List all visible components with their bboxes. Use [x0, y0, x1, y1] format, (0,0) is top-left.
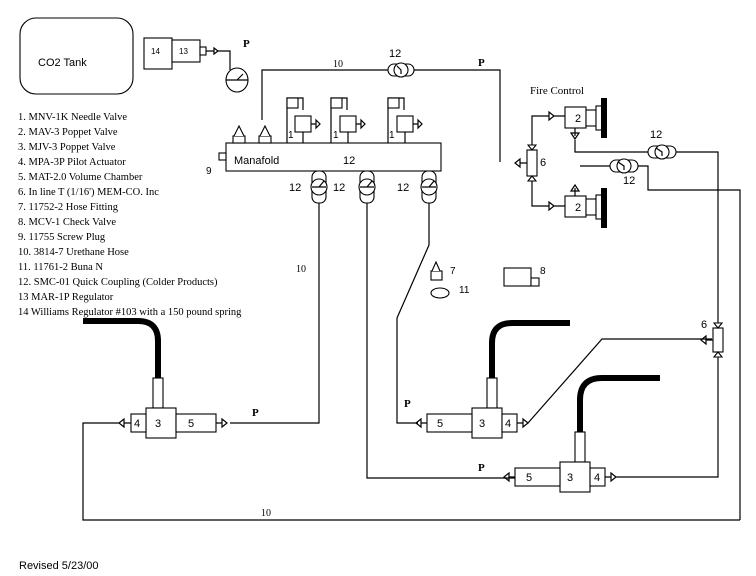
fire-poppet-valve-top — [548, 98, 607, 141]
co2-tank-label: CO2 Tank — [38, 57, 87, 69]
actuator-assembly-bottom — [503, 375, 660, 493]
fire-control-label: Fire Control — [530, 85, 584, 97]
tee-number-right: 6 — [701, 319, 707, 331]
coupling-number: 12 — [650, 129, 662, 141]
hose-number-left: 10 — [296, 264, 306, 275]
fire-control-branch — [531, 115, 549, 207]
legend-item: 5. MAT-2.0 Volume Chamber — [18, 172, 143, 183]
buna-n-oring — [430, 287, 450, 299]
needle-valve-number: 1 — [389, 130, 395, 141]
manifold-label: Manafold — [234, 155, 279, 167]
williams-regulator — [143, 37, 173, 70]
quick-coupling-manifold — [420, 170, 438, 204]
quick-coupling-right-upper — [647, 144, 677, 160]
inline-tee-fire — [514, 144, 538, 182]
top-urethane-hose — [261, 69, 501, 162]
manifold — [225, 142, 442, 172]
fire-return-hose — [580, 165, 741, 520]
hose-to-left-assembly — [230, 203, 320, 424]
pressure-marker-top: P — [478, 57, 485, 69]
plug-number: 9 — [206, 166, 212, 177]
legend-item: 10. 3814-7 Urethane Hose — [18, 247, 129, 258]
hose-to-bottom-assembly — [366, 203, 515, 479]
gauge-needle — [226, 73, 248, 81]
quick-coupling-manifold — [310, 170, 328, 204]
quick-coupling-right-lower — [609, 158, 639, 174]
tee-number-fire: 6 — [540, 157, 546, 169]
manifold-coupling-number: 12 — [343, 155, 355, 167]
fire-feed-hose — [574, 140, 719, 330]
coupling-number: 12 — [333, 182, 345, 194]
volume-chamber-number: 5 — [437, 418, 443, 430]
hose-fitting-part — [430, 260, 443, 281]
poppet-valve-number: 3 — [479, 418, 485, 430]
revision-note: Revised 5/23/00 — [19, 560, 99, 572]
legend-item: 13 MAR-1P Regulator — [18, 292, 114, 303]
legend-item: 9. 11755 Screw Plug — [18, 232, 106, 243]
pressure-marker-middle: P — [404, 398, 411, 410]
hose-to-middle-assembly — [396, 203, 430, 424]
pilot-actuator-number: 4 — [134, 418, 140, 430]
regulator-13-number: 13 — [179, 47, 188, 56]
fire-valve-number: 2 — [575, 202, 581, 214]
fire-poppet-valve-bottom — [548, 183, 607, 228]
regulator-fitting — [199, 46, 207, 56]
co2-tank — [19, 17, 134, 95]
actuator-assembly-left — [83, 318, 228, 439]
parts-legend: 1. MNV-1K Needle Valve 2. MAV-3 Poppet V… — [18, 112, 242, 318]
poppet-valve-number: 3 — [155, 418, 161, 430]
pilot-hose-middle — [527, 338, 712, 424]
legend-item: 3. MJV-3 Poppet Valve — [18, 142, 116, 153]
legend-item: 11. 11761-2 Buna N — [18, 262, 103, 273]
legend-item: 1. MNV-1K Needle Valve — [18, 112, 127, 123]
needle-valve-number: 1 — [333, 130, 339, 141]
manifold-fitting — [232, 124, 246, 144]
legend-item: 2. MAV-3 Poppet Valve — [18, 127, 118, 138]
screw-plug — [218, 152, 227, 161]
regulator-outlet — [206, 46, 219, 56]
oring-number: 11 — [459, 285, 470, 296]
check-valve-part — [503, 267, 540, 287]
regulator-14-number: 14 — [151, 47, 160, 56]
hose-number-top: 10 — [333, 59, 343, 70]
legend-item: 8. MCV-1 Check Valve — [18, 217, 116, 228]
pressure-marker-bottom: P — [478, 462, 485, 474]
inline-tee-right — [700, 322, 724, 358]
needle-valve-assembly — [286, 97, 321, 143]
pilot-hose-bottom — [616, 352, 719, 478]
legend-item: 6. In line T (1/16') MEM-CO. Inc — [18, 187, 159, 198]
pilot-actuator-number: 4 — [594, 472, 600, 484]
actuator-assembly-middle — [415, 320, 570, 439]
needle-valve-assembly — [387, 97, 423, 143]
poppet-valve-number: 3 — [567, 472, 573, 484]
pilot-actuator-number: 4 — [505, 418, 511, 430]
quick-coupling-manifold — [358, 170, 376, 204]
legend-item: 14 Williams Regulator #103 with a 150 po… — [18, 307, 242, 318]
volume-chamber-number: 5 — [526, 472, 532, 484]
coupling-number: 12 — [397, 182, 409, 194]
bottom-urethane-hose — [82, 422, 740, 521]
coupling-number-top: 12 — [389, 48, 401, 60]
coupling-number: 12 — [289, 182, 301, 194]
coupling-number: 12 — [623, 175, 635, 187]
pressure-marker-tank: P — [243, 38, 250, 50]
needle-valve-assembly — [330, 97, 366, 143]
pressure-marker-left: P — [252, 407, 259, 419]
volume-chamber-number: 5 — [188, 418, 194, 430]
quick-coupling-top — [387, 62, 415, 78]
gauge-line — [218, 50, 231, 70]
fitting-number: 7 — [450, 266, 456, 277]
check-valve-number: 8 — [540, 266, 546, 277]
manifold-fitting — [258, 124, 272, 144]
legend-item: 7. 11752-2 Hose Fitting — [18, 202, 119, 213]
needle-valve-number: 1 — [288, 130, 294, 141]
legend-item: 12. SMC-01 Quick Coupling (Colder Produc… — [18, 277, 218, 288]
fire-valve-number: 2 — [575, 113, 581, 125]
hose-number-bottom: 10 — [261, 508, 271, 519]
legend-item: 4. MPA-3P Pilot Actuator — [18, 157, 126, 168]
